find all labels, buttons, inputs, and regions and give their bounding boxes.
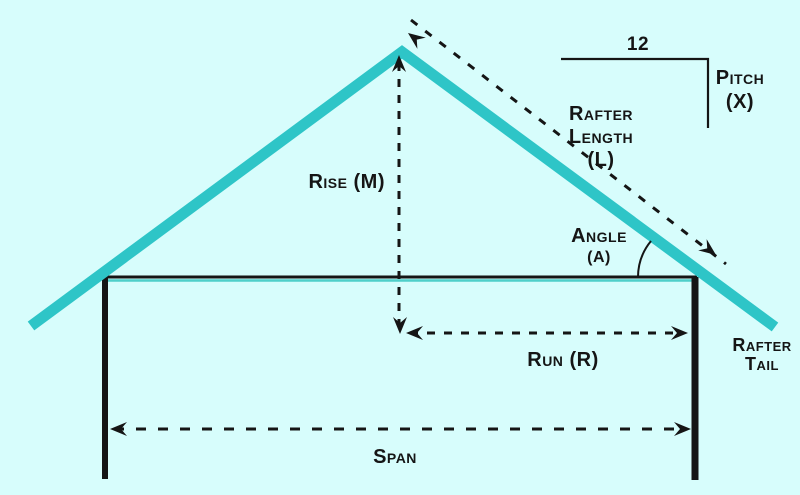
rise-arrow-up (392, 55, 406, 72)
rafter-length-label-line3: (L) (587, 149, 615, 171)
span-arrow-left (110, 422, 127, 436)
rafter-tail-label: Rafter Tail (726, 336, 798, 374)
rafter-length-arrow-bottom (698, 239, 716, 255)
pitch-bracket (561, 57, 710, 128)
run-label: Run (R) (527, 349, 599, 371)
pitch-label: Pitch (X) (708, 66, 772, 114)
pitch-label-line2: (X) (725, 91, 755, 113)
rise-label: Rise (M) (308, 171, 385, 193)
rafter-length-arrow-top (408, 33, 426, 49)
angle-arc (637, 240, 652, 278)
rafter-length-dimension-line (410, 18, 727, 266)
rise-arrow-down (393, 317, 407, 334)
rafter-tail-label-line2: Tail (745, 354, 779, 374)
roof-rafters (27, 45, 779, 332)
rafter-length-label-line2: Length (568, 126, 634, 148)
angle-label-line1: Angle (571, 225, 627, 247)
angle-label-line2: (A) (587, 249, 611, 266)
run-arrow-right (671, 326, 688, 340)
span-arrow-right (674, 422, 691, 436)
rafter-length-label: Rafter Length (L) (558, 103, 644, 172)
rafter-length-label-line1: Rafter (568, 103, 634, 125)
angle-label: Angle (A) (568, 226, 630, 268)
run-arrow-left (406, 326, 423, 340)
pitch-rise-value-label: 12 (626, 34, 650, 55)
rafter-tail-label-line1: Rafter (732, 335, 792, 355)
span-label: Span (373, 446, 417, 468)
arrowheads (110, 33, 716, 436)
pitch-label-line1: Pitch (715, 67, 765, 89)
